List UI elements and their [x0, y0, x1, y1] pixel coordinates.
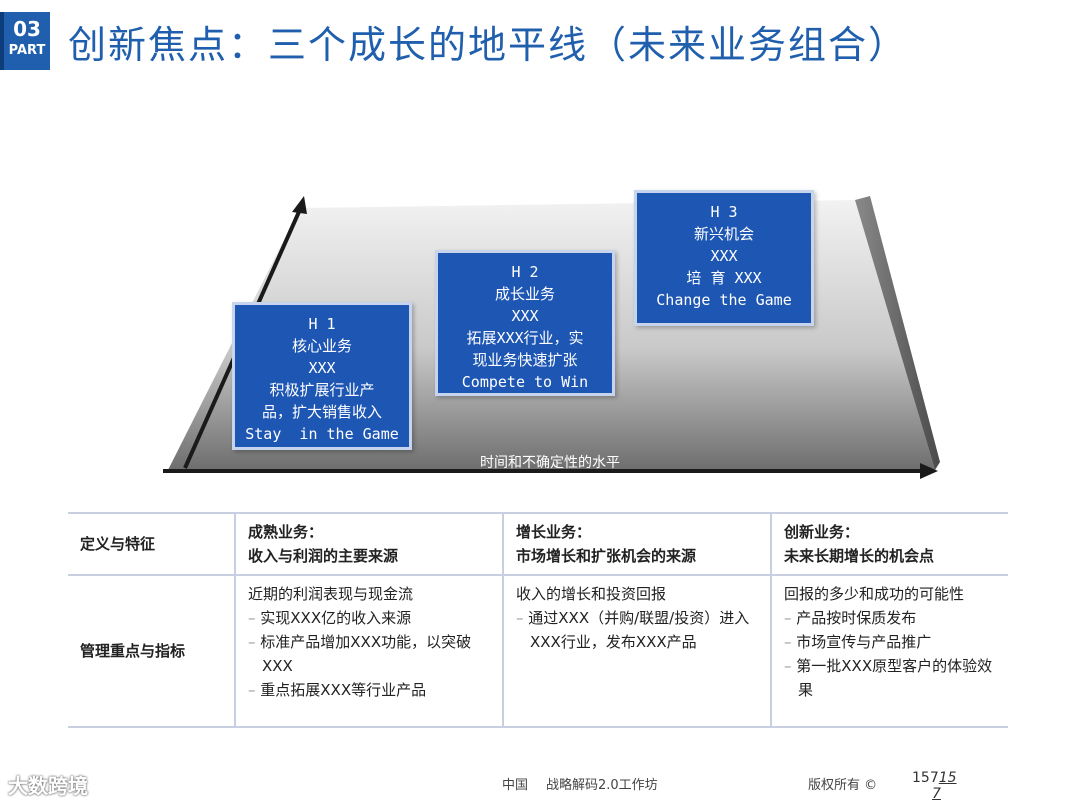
h2-tagline: Compete to Win — [461, 373, 589, 391]
table-cell: 收入的增长和投资回报 – 通过XXX（并购/联盟/投资）进入XXX行业，发布XX… — [502, 575, 771, 728]
list-item: – 第一批XXX原型客户的体验效果 — [784, 657, 993, 699]
table-row: 定义与特征 成熟业务： 收入与利润的主要来源 增长业务： 市场增长和扩张机会的来… — [68, 512, 1008, 576]
h1-line: XXX — [308, 359, 336, 377]
row-label: 定义与特征 — [68, 512, 235, 576]
part-label: PART — [8, 43, 46, 58]
h3-line: 培 育 XXX — [686, 269, 762, 287]
footer-org: 中国 — [502, 778, 529, 793]
horizons-table: 定义与特征 成熟业务： 收入与利润的主要来源 增长业务： 市场增长和扩张机会的来… — [68, 512, 1008, 728]
h1-title: H 1 — [308, 315, 336, 333]
cell-title: 成熟业务： — [248, 523, 324, 541]
table-row: 管理重点与指标 近期的利润表现与现金流 – 实现XXX亿的收入来源 – 标准产品… — [68, 575, 1008, 728]
x-axis-label: 时间和不确定性的水平 — [480, 455, 620, 471]
h1-line: 核心业务 — [291, 337, 352, 355]
cell-title: 创新业务： — [784, 523, 860, 541]
table-cell: 增长业务： 市场增长和扩张机会的来源 — [502, 512, 771, 576]
table-cell: 近期的利润表现与现金流 – 实现XXX亿的收入来源 – 标准产品增加XXX功能，… — [234, 575, 503, 728]
h2-line: 成长业务 — [494, 285, 555, 303]
h3-tagline: Change the Game — [656, 291, 792, 309]
table-cell: 回报的多少和成功的可能性 – 产品按时保质发布 – 市场宣传与产品推广 – 第一… — [770, 575, 1008, 728]
h3-box: H 3 新兴机会 XXX 培 育 XXX Change the Game — [634, 190, 814, 326]
cell-text: 收入与利润的主要来源 — [248, 547, 399, 565]
h2-line: 现业务快速扩张 — [472, 351, 578, 369]
platform-right-side — [855, 196, 940, 470]
h3-title: H 3 — [710, 203, 738, 221]
list-item: – 市场宣传与产品推广 — [784, 633, 932, 651]
cell-head: 收入的增长和投资回报 — [516, 585, 667, 603]
part-number: 03 — [13, 17, 41, 41]
cell-head: 近期的利润表现与现金流 — [248, 585, 414, 603]
watermark: 大数跨境 — [8, 774, 88, 798]
y-axis-arrowhead — [292, 196, 307, 214]
list-item: – 实现XXX亿的收入来源 — [248, 609, 412, 627]
horizons-diagram: H 1 核心业务 XXX 积极扩展行业产 品，扩大销售收入 Stay in th… — [163, 190, 940, 479]
table-cell: 成熟业务： 收入与利润的主要来源 — [234, 512, 503, 576]
page-number: 15715 7 — [912, 770, 957, 802]
h3-line: 新兴机会 — [693, 225, 754, 243]
footer-workshop: 战略解码2.0工作坊 — [546, 778, 658, 793]
list-item: – 产品按时保质发布 — [784, 609, 917, 627]
footer-copyright: 版权所有 © — [808, 778, 878, 793]
cell-head: 回报的多少和成功的可能性 — [784, 585, 965, 603]
h2-box: H 2 成长业务 XXX 拓展XXX行业，实 现业务快速扩张 Compete t… — [435, 250, 615, 396]
cell-text: 未来长期增长的机会点 — [784, 547, 935, 565]
table-cell: 创新业务： 未来长期增长的机会点 — [770, 512, 1008, 576]
list-item: – 标准产品增加XXX功能，以突破XXX — [248, 633, 472, 675]
x-axis-arrowhead — [920, 463, 938, 479]
list-item: – 重点拓展XXX等行业产品 — [248, 681, 427, 699]
cell-text: 市场增长和扩张机会的来源 — [516, 547, 697, 565]
h2-line: XXX — [511, 307, 539, 325]
part-badge: 03 PART — [0, 12, 50, 70]
h2-title: H 2 — [511, 263, 539, 281]
h2-line: 拓展XXX行业，实 — [466, 329, 584, 347]
list-item: – 通过XXX（并购/联盟/投资）进入XXX行业，发布XXX产品 — [516, 609, 750, 651]
row-label: 管理重点与指标 — [68, 575, 235, 728]
h1-tagline: Stay in the Game — [245, 425, 399, 443]
page-title: 创新焦点：三个成长的地平线（未来业务组合） — [68, 23, 909, 67]
h3-line: XXX — [710, 247, 738, 265]
h1-line: 品，扩大销售收入 — [261, 403, 382, 421]
h1-box: H 1 核心业务 XXX 积极扩展行业产 品，扩大销售收入 Stay in th… — [232, 302, 412, 450]
h1-line: 积极扩展行业产 — [269, 381, 375, 399]
cell-title: 增长业务： — [516, 523, 592, 541]
